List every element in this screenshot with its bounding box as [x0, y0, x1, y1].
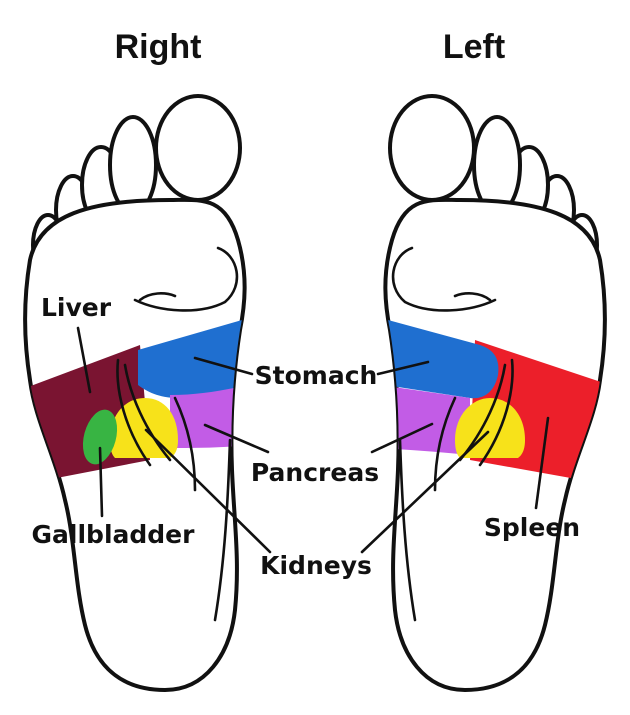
pancreas-zone [170, 385, 245, 448]
gallbladder-leader [98, 446, 104, 518]
kidneys-label: Kidneys [260, 551, 372, 580]
leader-lines [76, 326, 550, 554]
left-foot-zones [385, 320, 605, 485]
pancreas-leader-left [370, 422, 434, 454]
stomach-zone [138, 320, 245, 398]
stomach-label: Stomach [255, 361, 378, 390]
spleen-label: Spleen [484, 513, 580, 542]
stomach-leader-right [193, 356, 254, 376]
right-foot [23, 94, 247, 692]
liver-leader [76, 326, 92, 394]
left-foot [383, 94, 607, 692]
kidneys-leader-right [144, 428, 272, 554]
left-stomach-zone [385, 320, 499, 399]
pancreas-label: Pancreas [251, 458, 379, 487]
left-foot-heading: Left [443, 28, 505, 66]
stomach-leader-left [376, 360, 430, 376]
right-foot-creases [116, 246, 239, 622]
right-foot-heading: Right [115, 28, 202, 66]
liver-label: Liver [41, 293, 112, 322]
spleen-leader [534, 416, 550, 510]
organ-labels: Liver Stomach Pancreas Gallbladder Kidne… [32, 293, 581, 580]
pancreas-leader-right [203, 423, 270, 454]
gallbladder-label: Gallbladder [32, 520, 196, 549]
gallbladder-zone [82, 409, 118, 465]
kidneys-leader-left [360, 430, 490, 554]
